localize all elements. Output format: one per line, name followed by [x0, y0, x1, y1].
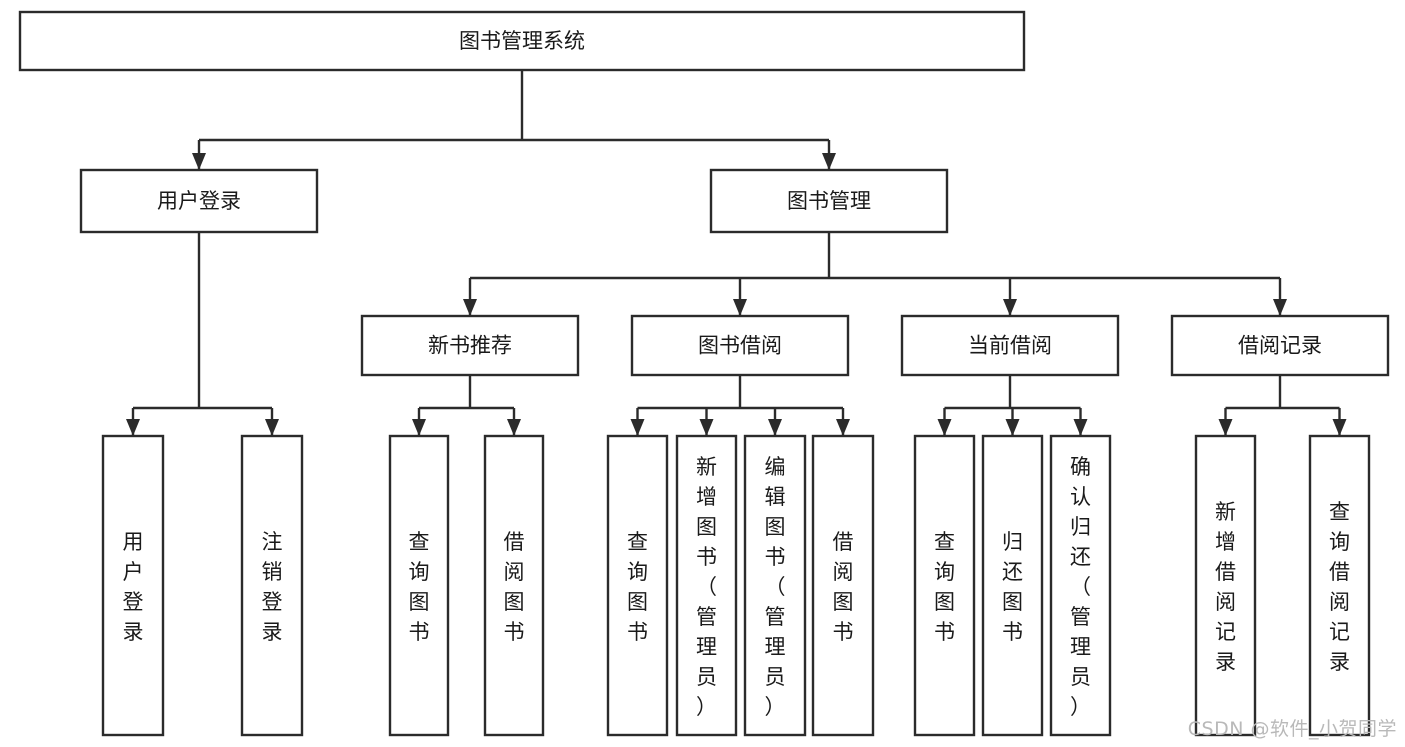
node-root[interactable]: 图书管理系统: [18, 10, 1026, 72]
node-record-add-record[interactable]: 新增借阅记录: [1194, 434, 1257, 737]
node-box-recommend-query-book: [388, 434, 450, 737]
node-box-new-book-recommend: [360, 314, 580, 377]
node-label-borrow-edit-book: 编辑图书（管理员）: [765, 455, 786, 719]
arrow-head-icon: [836, 419, 850, 436]
node-label-recommend-query-book: 查询图书: [409, 530, 430, 644]
node-box-book-management: [709, 168, 949, 234]
arrow-head-icon: [1332, 419, 1347, 436]
node-user-login-login[interactable]: 用户登录: [101, 434, 165, 737]
arrow-head-icon: [126, 419, 140, 436]
node-label-user-login: 用户登录: [157, 189, 241, 213]
node-book-borrow[interactable]: 图书借阅: [630, 314, 850, 377]
node-user-login[interactable]: 用户登录: [79, 168, 319, 234]
node-box-user-login-login: [101, 434, 165, 737]
node-label-record-query-record: 查询借阅记录: [1329, 500, 1350, 674]
node-label-borrow-add-book: 新增图书（管理员）: [696, 455, 717, 719]
node-box-borrow-edit-book: [743, 434, 807, 737]
arrow-head-icon: [265, 419, 279, 436]
arrow-head-icon: [1218, 419, 1233, 436]
node-borrow-borrow-book[interactable]: 借阅图书: [811, 434, 875, 737]
node-box-user-login: [79, 168, 319, 234]
node-box-recommend-borrow-book: [483, 434, 545, 737]
arrow-head-icon: [733, 299, 747, 316]
node-box-current-confirm-return: [1049, 434, 1112, 737]
node-label-current-return-book: 归还图书: [1002, 530, 1023, 644]
node-label-root: 图书管理系统: [459, 29, 585, 53]
node-box-record-add-record: [1194, 434, 1257, 737]
node-borrow-add-book[interactable]: 新增图书（管理员）: [675, 434, 738, 737]
node-record-query-record[interactable]: 查询借阅记录: [1308, 434, 1371, 737]
node-label-user-login-logout: 注销登录: [262, 530, 283, 644]
arrow-head-icon: [822, 153, 836, 170]
connector-layer: [126, 70, 1347, 436]
node-label-current-borrow: 当前借阅: [968, 334, 1052, 358]
node-current-return-book[interactable]: 归还图书: [981, 434, 1044, 737]
arrow-head-icon: [412, 419, 426, 436]
node-label-current-query-book: 查询图书: [934, 530, 955, 644]
node-box-current-return-book: [981, 434, 1044, 737]
node-box-borrow-record: [1170, 314, 1390, 377]
node-layer: 图书管理系统用户登录用户登录注销登录图书管理新书推荐查询图书借阅图书图书借阅查询…: [18, 10, 1390, 737]
arrow-head-icon: [1005, 419, 1020, 436]
arrow-head-icon: [192, 153, 206, 170]
node-current-confirm-return[interactable]: 确认归还（管理员）: [1049, 434, 1112, 737]
arrow-head-icon: [507, 419, 521, 436]
node-borrow-query-book[interactable]: 查询图书: [606, 434, 669, 737]
node-user-login-logout[interactable]: 注销登录: [240, 434, 304, 737]
node-borrow-edit-book[interactable]: 编辑图书（管理员）: [743, 434, 807, 737]
arrow-head-icon: [937, 419, 952, 436]
node-label-borrow-borrow-book: 借阅图书: [833, 530, 854, 644]
arrow-head-icon: [1273, 299, 1287, 316]
node-current-query-book[interactable]: 查询图书: [913, 434, 976, 737]
node-box-current-borrow: [900, 314, 1120, 377]
node-label-recommend-borrow-book: 借阅图书: [504, 530, 525, 644]
node-label-current-confirm-return: 确认归还（管理员）: [1070, 455, 1091, 719]
arrow-head-icon: [1073, 419, 1088, 436]
node-box-record-query-record: [1308, 434, 1371, 737]
arrow-head-icon: [699, 419, 714, 436]
node-box-borrow-query-book: [606, 434, 669, 737]
node-box-root: [18, 10, 1026, 72]
node-current-borrow[interactable]: 当前借阅: [900, 314, 1120, 377]
node-recommend-query-book[interactable]: 查询图书: [388, 434, 450, 737]
node-recommend-borrow-book[interactable]: 借阅图书: [483, 434, 545, 737]
node-label-record-add-record: 新增借阅记录: [1215, 500, 1236, 674]
node-label-book-borrow: 图书借阅: [698, 334, 782, 358]
node-box-user-login-logout: [240, 434, 304, 737]
node-box-current-query-book: [913, 434, 976, 737]
arrow-head-icon: [463, 299, 477, 316]
node-box-borrow-add-book: [675, 434, 738, 737]
node-label-book-management: 图书管理: [787, 189, 871, 213]
node-label-new-book-recommend: 新书推荐: [428, 334, 512, 358]
watermark-label: CSDN @软件_小贺同学: [1187, 718, 1397, 740]
node-box-book-borrow: [630, 314, 850, 377]
node-label-borrow-record: 借阅记录: [1238, 334, 1322, 358]
node-borrow-record[interactable]: 借阅记录: [1170, 314, 1390, 377]
arrow-head-icon: [1003, 299, 1017, 316]
arrow-head-icon: [768, 419, 782, 436]
arrow-head-icon: [630, 419, 645, 436]
node-book-management[interactable]: 图书管理: [709, 168, 949, 234]
node-label-user-login-login: 用户登录: [123, 530, 144, 644]
node-label-borrow-query-book: 查询图书: [627, 530, 648, 644]
node-new-book-recommend[interactable]: 新书推荐: [360, 314, 580, 377]
node-box-borrow-borrow-book: [811, 434, 875, 737]
